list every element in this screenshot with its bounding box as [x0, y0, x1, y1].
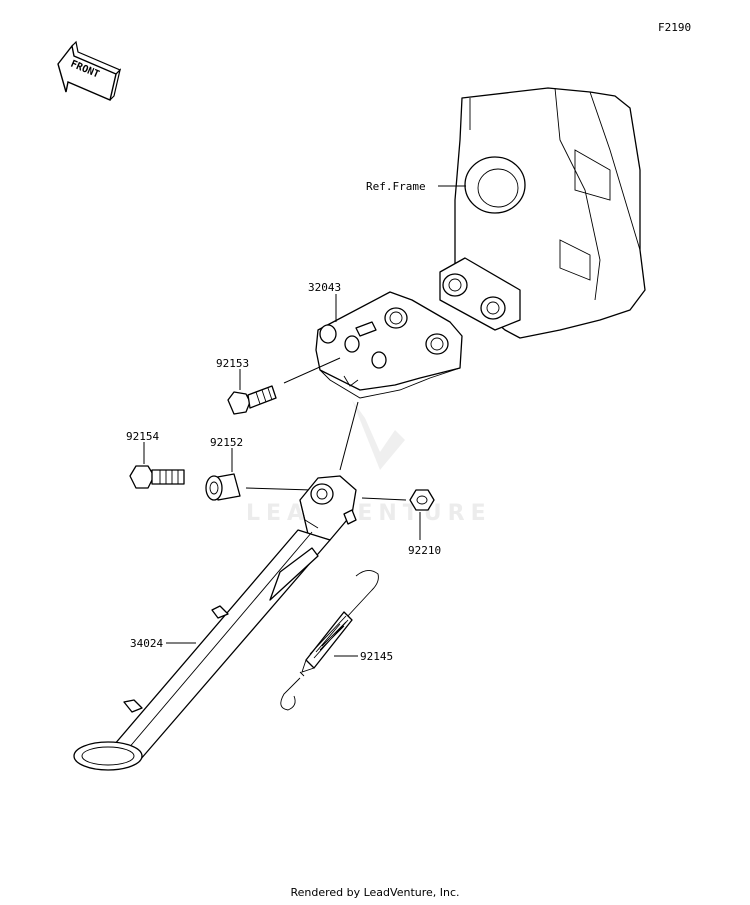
watermark: LEADVENTURE: [246, 400, 492, 526]
frame-reference: [439, 87, 646, 339]
part-92153-bolt: [227, 385, 277, 415]
part-92152-label: 92152: [210, 436, 243, 449]
part-92145-spring: [280, 570, 379, 711]
part-92153-label: 92153: [216, 357, 249, 370]
part-32043-bracket: [315, 291, 463, 399]
part-34024-side-stand: [73, 475, 357, 771]
watermark-text: LEADVENTURE: [246, 501, 492, 526]
part-92154-label: 92154: [126, 430, 159, 443]
front-arrow-icon: FRONT: [57, 40, 122, 101]
part-92152-collar: [205, 473, 241, 501]
footer-credit: Rendered by LeadVenture, Inc.: [290, 886, 460, 899]
part-32043-label: 32043: [308, 281, 341, 294]
diagram-code: F2190: [658, 21, 691, 34]
part-92210-nut: [409, 489, 435, 511]
part-92154-bolt: [129, 465, 185, 489]
part-34024-label: 34024: [130, 637, 163, 650]
part-92210-label: 92210: [408, 544, 441, 557]
frame-label: Ref.Frame: [366, 180, 426, 193]
part-92145-label: 92145: [360, 650, 393, 663]
